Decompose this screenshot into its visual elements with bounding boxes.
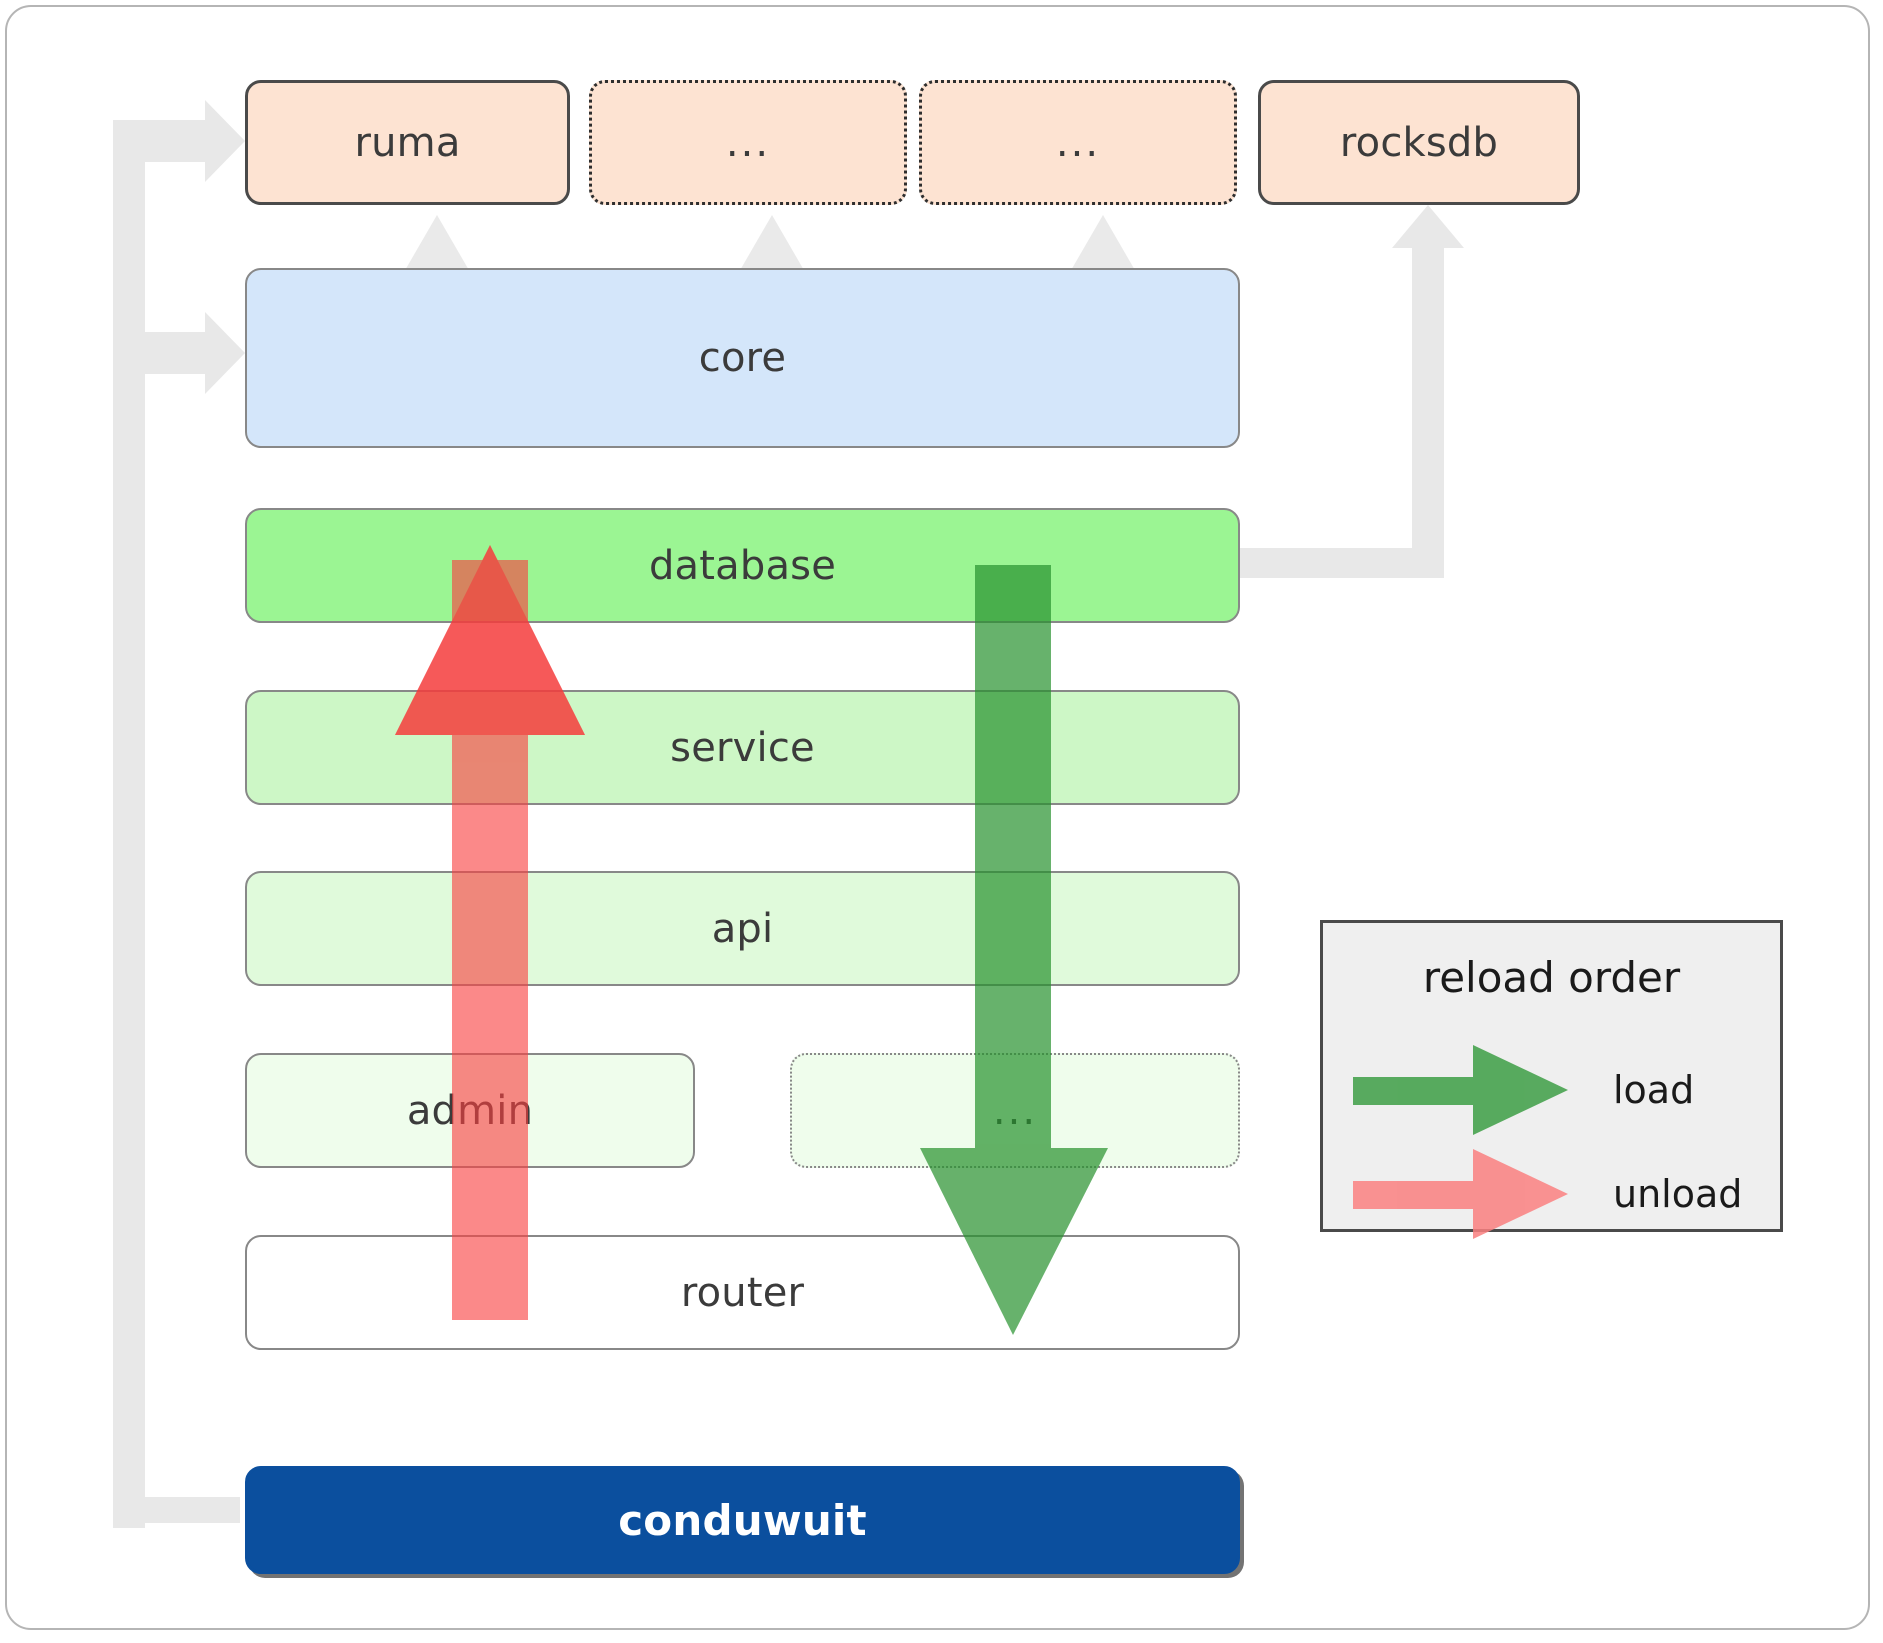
ellipsis-label: ... bbox=[992, 1087, 1038, 1134]
dependency-label: ruma bbox=[354, 119, 461, 166]
layer-box-core[interactable]: core bbox=[245, 268, 1240, 448]
root-box-conduwuit[interactable]: conduwuit bbox=[245, 1466, 1240, 1574]
layer-box-database[interactable]: database bbox=[245, 508, 1240, 623]
load-arrow-icon bbox=[1353, 1045, 1568, 1135]
dependency-box-ruma[interactable]: ruma bbox=[245, 80, 570, 205]
layer-label: database bbox=[648, 542, 837, 589]
dependency-box-ellipsis-1[interactable]: ... bbox=[589, 80, 907, 205]
legend-row-load: load bbox=[1323, 1045, 1780, 1135]
layer-label: core bbox=[698, 335, 787, 381]
layer-box-admin[interactable]: admin bbox=[245, 1053, 695, 1168]
legend-label-load: load bbox=[1613, 1068, 1695, 1112]
layer-label: service bbox=[670, 724, 815, 771]
layer-label: admin bbox=[406, 1087, 534, 1134]
legend-label-unload: unload bbox=[1613, 1172, 1743, 1216]
ellipsis-label: ... bbox=[1055, 119, 1101, 166]
layer-box-service[interactable]: service bbox=[245, 690, 1240, 805]
unload-arrow-icon bbox=[1353, 1149, 1568, 1239]
diagram-frame bbox=[5, 5, 1870, 1630]
legend-title: reload order bbox=[1422, 953, 1681, 1002]
legend-panel: reload order load unload bbox=[1320, 920, 1783, 1239]
dependency-label: rocksdb bbox=[1339, 119, 1499, 166]
dependency-box-ellipsis-2[interactable]: ... bbox=[919, 80, 1237, 205]
layer-box-ellipsis[interactable]: ... bbox=[790, 1053, 1240, 1168]
layer-label: api bbox=[711, 905, 774, 952]
legend-row-unload: unload bbox=[1323, 1149, 1780, 1239]
layer-box-router[interactable]: router bbox=[245, 1235, 1240, 1350]
layer-box-api[interactable]: api bbox=[245, 871, 1240, 986]
ellipsis-label: ... bbox=[725, 119, 771, 166]
dependency-box-rocksdb[interactable]: rocksdb bbox=[1258, 80, 1580, 205]
layer-label: router bbox=[680, 1269, 805, 1316]
root-label: conduwuit bbox=[618, 1495, 867, 1545]
